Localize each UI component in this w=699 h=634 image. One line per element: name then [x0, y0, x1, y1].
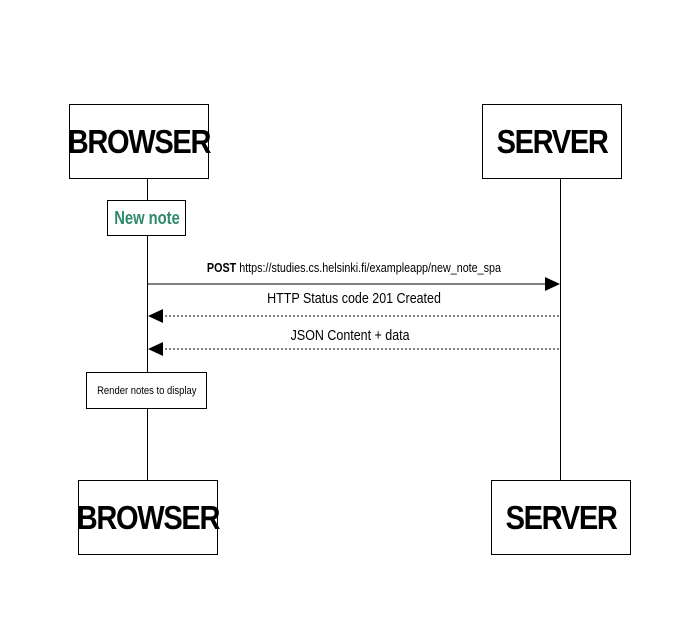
browser-participant-top: BROWSER [67, 104, 212, 179]
server-participant-label-bottom: SERVER [505, 498, 618, 536]
post-method: POST [206, 261, 237, 275]
browser-lifeline [147, 178, 148, 480]
post-message-label: POST https://studies.cs.helsinki.fi/exam… [148, 261, 560, 275]
new-note-text: New note [113, 207, 180, 228]
status-arrow-head [148, 309, 163, 323]
render-notes-text: Render notes to display [96, 384, 197, 397]
server-participant-label: SERVER [496, 122, 609, 160]
browser-participant-label: BROWSER [67, 122, 212, 160]
server-participant-top: SERVER [482, 104, 622, 179]
server-lifeline [560, 178, 561, 480]
post-arrow-head [545, 277, 560, 291]
json-text: JSON Content + data [290, 328, 410, 344]
new-note-box: New note [107, 200, 186, 236]
browser-participant-bottom: BROWSER [76, 480, 221, 555]
status-text: HTTP Status code 201 Created [267, 291, 441, 307]
status-message-label: HTTP Status code 201 Created [148, 291, 560, 307]
browser-participant-label-bottom: BROWSER [76, 498, 221, 536]
post-url: https://studies.cs.helsinki.fi/exampleap… [239, 261, 502, 275]
json-arrow-head [148, 342, 163, 356]
render-notes-box: Render notes to display [86, 372, 207, 409]
json-message-label: JSON Content + data [148, 328, 552, 344]
server-participant-bottom: SERVER [491, 480, 631, 555]
